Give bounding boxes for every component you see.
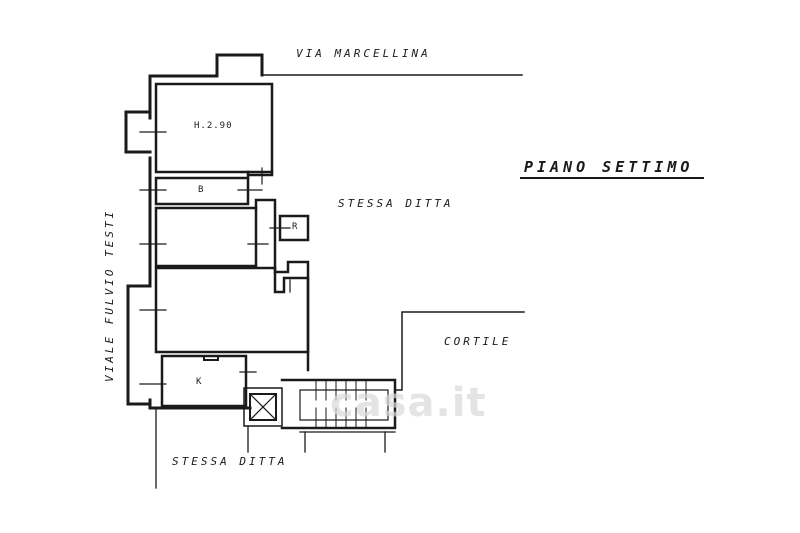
area-label-neighbor-bottom: STESSA DITTA: [172, 455, 288, 468]
balcony-top: [215, 53, 264, 77]
stair-core: [280, 378, 397, 430]
corridor-walls: [246, 170, 310, 372]
room-1: [154, 82, 274, 174]
area-label-courtyard: CORTILE: [444, 335, 512, 348]
street-label-top: VIA MARCELLINA: [296, 47, 431, 60]
bathroom-label: B: [198, 185, 205, 195]
room-kitchen: [160, 354, 248, 408]
courtyard-edge: [394, 311, 525, 391]
room-bathroom: [154, 176, 250, 206]
plan-title: PIANO SETTIMO: [524, 158, 694, 176]
street-label-left: VIALE FULVIO TESTI: [103, 208, 116, 382]
area-label-neighbor-right: STESSA DITTA: [338, 197, 454, 210]
watermark-logo: casa.it: [330, 380, 487, 426]
balcony-left: [124, 110, 152, 154]
room-2: [154, 206, 258, 268]
room-height-label: H.2.90: [194, 121, 233, 131]
balcony-long-left: [126, 284, 152, 406]
kitchen-label: K: [196, 377, 203, 387]
room-3: [154, 266, 310, 354]
elevator: [249, 393, 277, 421]
closet-label: R: [292, 222, 299, 232]
